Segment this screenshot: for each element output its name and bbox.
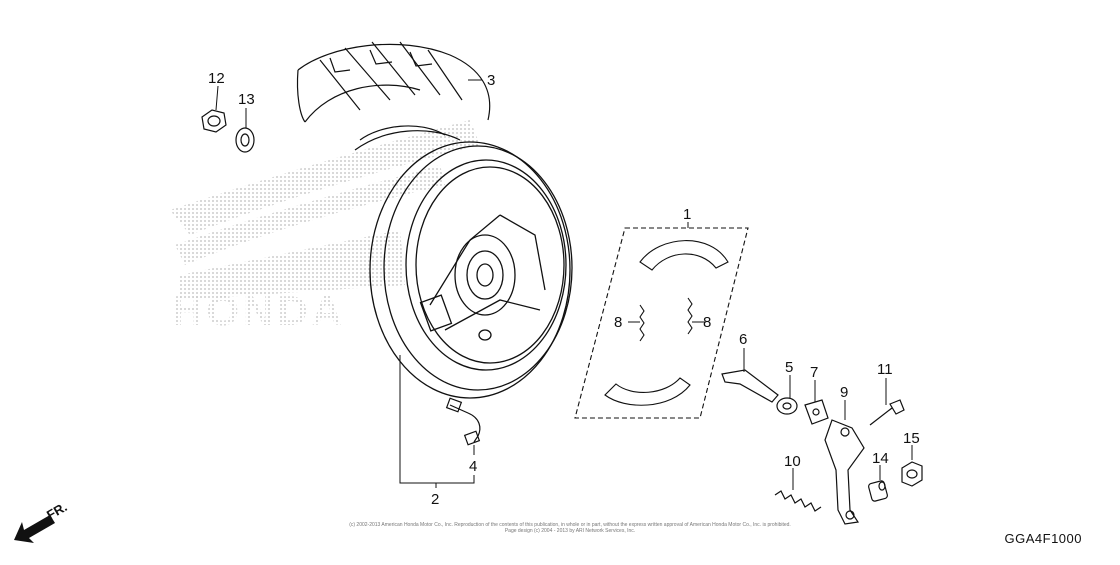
brake-cam-part-6 — [721, 369, 779, 403]
wear-indicator-part-7 — [804, 399, 829, 425]
callout-11: 11 — [877, 361, 893, 378]
brake-shoe-set-part-1 — [574, 227, 749, 419]
copyright-line-1: (c) 2002-2013 American Honda Motor Co., … — [349, 522, 791, 528]
callout-10: 10 — [784, 453, 801, 470]
spring-part-10 — [774, 490, 822, 512]
callout-1: 1 — [683, 206, 691, 223]
callout-14: 14 — [872, 450, 889, 467]
callout-6: 6 — [739, 331, 747, 348]
callout-labels: 1 2 3 4 5 6 7 8 8 9 10 11 12 13 14 15 — [208, 70, 920, 508]
callout-8a: 8 — [614, 314, 622, 331]
bolt-part-11 — [869, 399, 905, 426]
leader-lines — [215, 79, 913, 490]
valve-part-4 — [445, 397, 481, 446]
washer-part-13 — [235, 127, 255, 153]
drawing-code: GGA4F1000 — [1004, 531, 1082, 546]
callout-5: 5 — [785, 359, 793, 376]
callout-15: 15 — [903, 430, 920, 447]
felt-seal-part-5 — [776, 397, 798, 415]
honda-watermark-text: HONDA — [172, 287, 346, 334]
joint-pin-part-14 — [868, 480, 888, 502]
callout-8b: 8 — [703, 314, 711, 331]
callout-4: 4 — [469, 458, 477, 475]
nut-part-15 — [901, 461, 923, 487]
tire-part-3 — [296, 41, 491, 151]
nut-part-12 — [201, 109, 227, 133]
copyright-notice: (c) 2002-2013 American Honda Motor Co., … — [300, 522, 840, 534]
callout-3: 3 — [487, 72, 495, 89]
wheel-part-2 — [369, 141, 573, 399]
brake-arm-part-9 — [824, 419, 865, 525]
arrow-left-down-icon — [14, 515, 55, 543]
callout-7: 7 — [810, 364, 818, 381]
callout-13: 13 — [238, 91, 255, 108]
front-direction-arrow: FR. — [14, 499, 70, 543]
copyright-line-2: Page design (c) 2004 - 2013 by ARI Netwo… — [504, 528, 636, 534]
callout-2: 2 — [431, 491, 439, 508]
callout-12: 12 — [208, 70, 225, 87]
callout-9: 9 — [840, 384, 848, 401]
honda-wing-watermark: HONDA — [170, 120, 480, 334]
